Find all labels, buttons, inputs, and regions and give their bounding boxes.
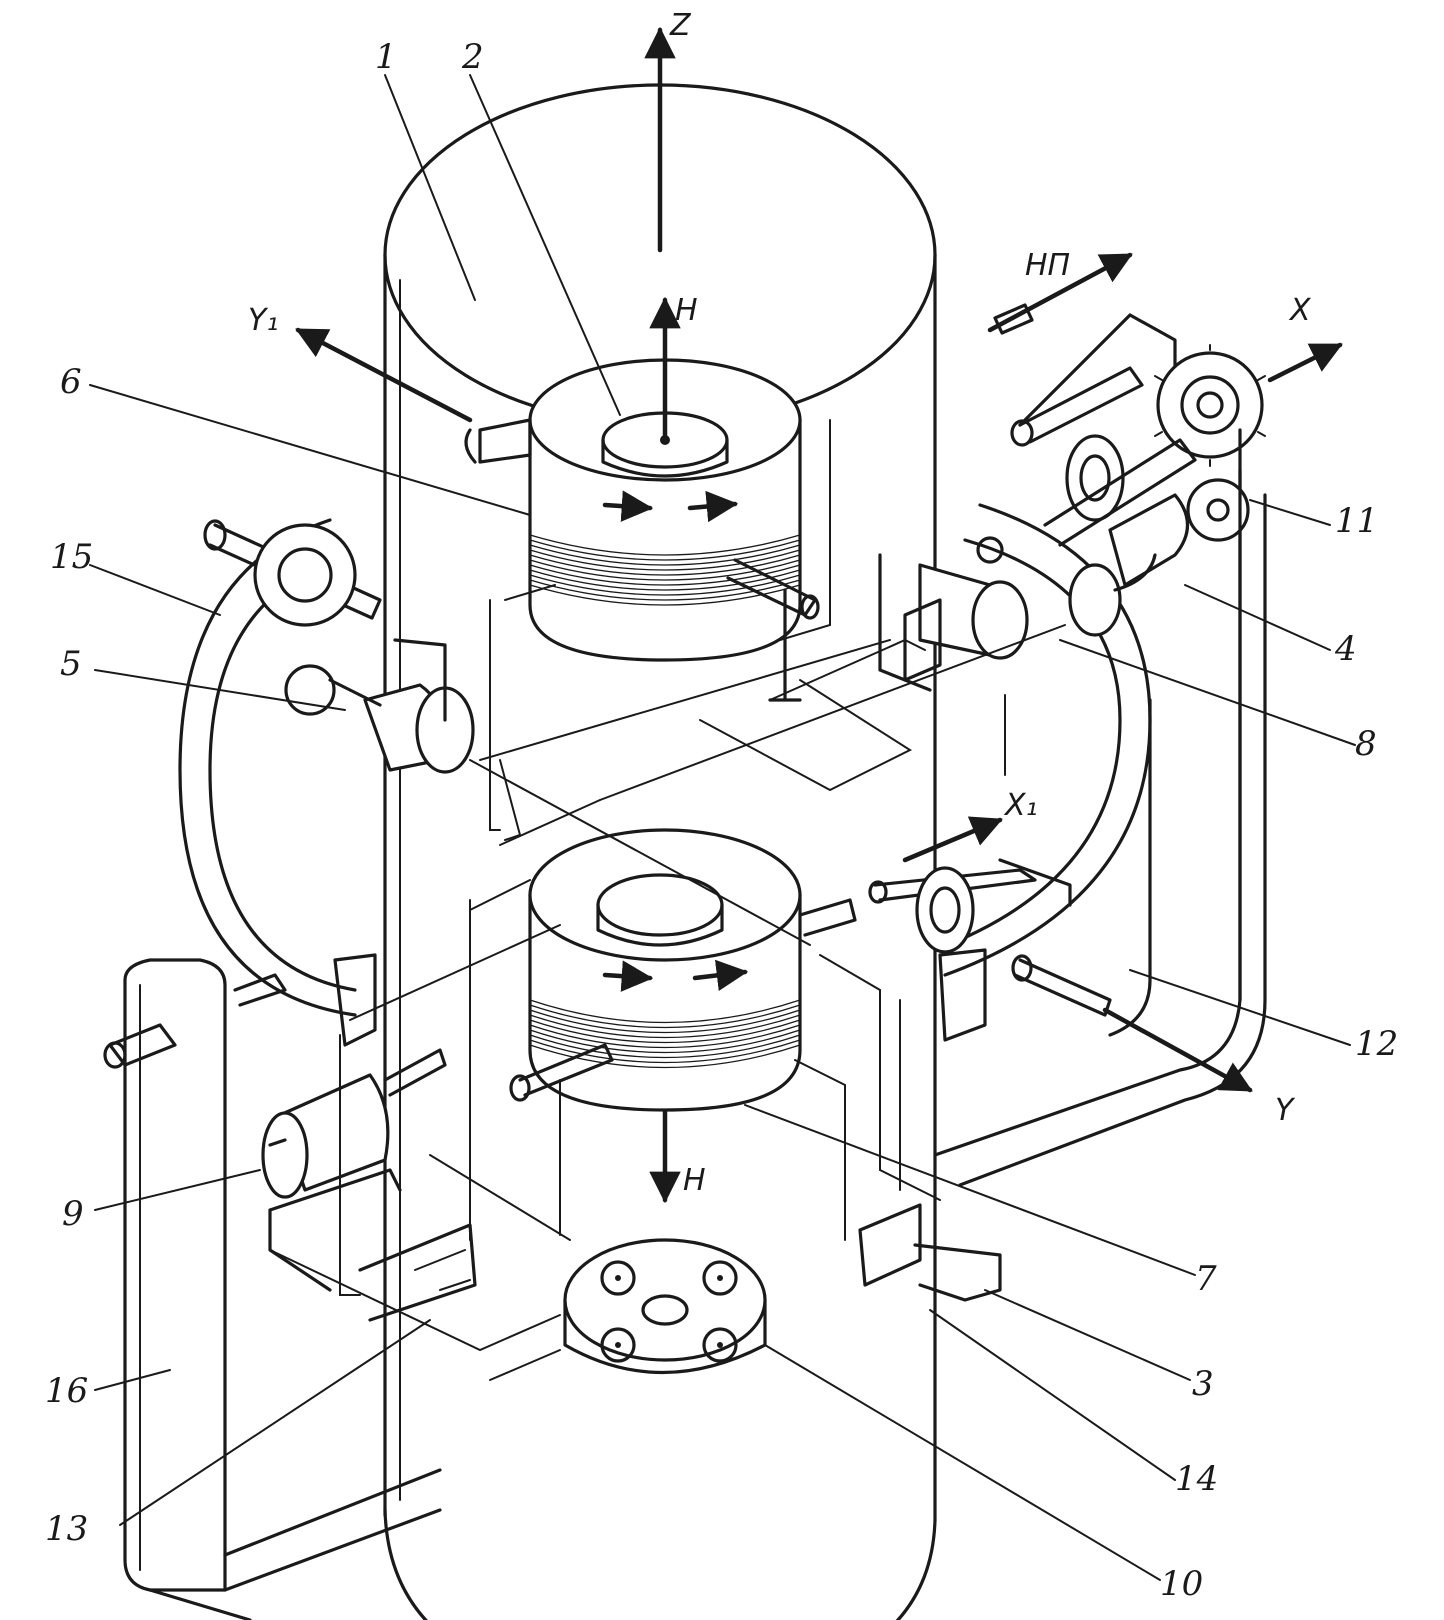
y-axis-arrow	[1102, 1007, 1253, 1093]
callout-12: 12	[1355, 1024, 1398, 1064]
axis-x1-label: X₁	[1003, 788, 1038, 823]
leader-lines	[89, 74, 1356, 1581]
axis-x-label: X	[1288, 293, 1312, 328]
callout-13: 13	[45, 1509, 88, 1549]
x-axis-arrow	[1267, 342, 1343, 383]
callout-1: 1	[375, 37, 397, 77]
callout-11: 11	[1335, 501, 1378, 541]
callout-7: 7	[1195, 1259, 1217, 1299]
callout-5: 5	[60, 644, 82, 684]
upper-gyroscope	[464, 296, 820, 702]
amplifier-blocks	[358, 1203, 1002, 1322]
upper-coil-winding	[529, 534, 801, 606]
callout-8: 8	[1355, 724, 1377, 764]
bottom-sensor-disk	[563, 1238, 767, 1374]
lower-gyroscope	[509, 828, 857, 1204]
lower-coil-winding	[529, 999, 801, 1069]
axis-y-label: Y	[1275, 1093, 1296, 1128]
axis-labels: Z H H Y₁ X X₁ Y НП	[248, 8, 1312, 1198]
right-torque-unit	[868, 858, 1112, 1017]
callout-3: 3	[1192, 1364, 1214, 1404]
callout-16: 16	[45, 1371, 88, 1411]
signal-wiring	[269, 419, 1066, 1381]
np-direction-arrow	[987, 252, 1133, 335]
callout-2: 2	[461, 37, 484, 77]
callout-6: 6	[60, 362, 82, 402]
axis-y1-label: Y₁	[248, 303, 278, 338]
right-motor-block	[878, 536, 1157, 776]
callout-labels: 1 2 6 15 5 11 4 8 12 9 16 7 3 13 14 10	[45, 37, 1398, 1604]
callout-10: 10	[1160, 1564, 1203, 1604]
axis-h-top-label: H	[675, 293, 698, 328]
callout-14: 14	[1175, 1459, 1218, 1499]
np-label: НП	[1025, 248, 1070, 283]
upper-right-gear-assembly	[1010, 313, 1266, 1002]
callout-9: 9	[62, 1194, 84, 1234]
callout-4: 4	[1334, 629, 1357, 669]
axis-h-bottom-label: H	[683, 1163, 706, 1198]
x1-axis-arrow	[902, 816, 1003, 863]
callout-15: 15	[50, 537, 93, 577]
left-motor	[261, 1048, 447, 1292]
y1-axis-arrow	[295, 327, 473, 423]
left-gear-assembly	[203, 519, 475, 774]
axis-z-label: Z	[669, 8, 692, 43]
